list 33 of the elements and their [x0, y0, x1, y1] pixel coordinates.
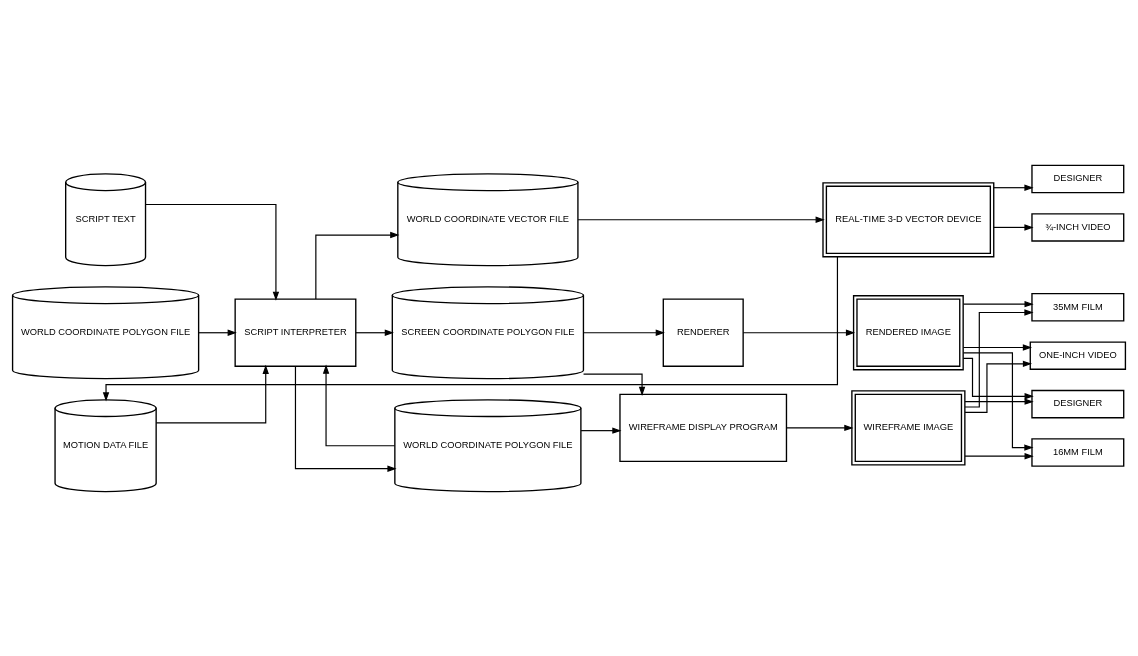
- arrow: [322, 364, 396, 446]
- arrow: [294, 365, 397, 472]
- node-box: SCRIPT INTERPRETER: [234, 298, 357, 367]
- arrow: [583, 329, 665, 336]
- arrow: [582, 373, 646, 396]
- arrow: [962, 300, 1034, 307]
- arrow: [964, 452, 1034, 459]
- arrow: [964, 308, 1034, 408]
- node-box: DESIGNER: [1031, 164, 1125, 193]
- arrow: [964, 397, 1034, 405]
- arrow: [742, 329, 856, 336]
- arrow: [144, 203, 280, 301]
- node-box: 35MM FILM: [1031, 292, 1125, 322]
- arrow: [155, 364, 269, 423]
- node-box: ONE-INCH VIDEO: [1029, 340, 1127, 370]
- node-box: ¾-INCH VIDEO: [1031, 212, 1125, 242]
- arrow: [102, 255, 839, 401]
- arrow: [962, 343, 1032, 351]
- arrow: [993, 223, 1034, 231]
- node-box: WIREFRAME DISPLAY PROGRAM: [619, 393, 788, 462]
- arrow: [198, 329, 237, 336]
- arrow: [993, 184, 1034, 191]
- arrow: [962, 351, 1034, 451]
- arrow: [355, 329, 394, 336]
- node-box: 16MM FILM: [1031, 437, 1125, 467]
- arrow: [577, 216, 825, 223]
- arrow: [580, 426, 622, 434]
- arrow: [964, 360, 1033, 413]
- arrow: [786, 424, 854, 431]
- arrow: [315, 231, 400, 300]
- arrow: [962, 357, 1034, 399]
- node-box: RENDERER: [662, 298, 744, 367]
- node-box: DESIGNER: [1031, 389, 1125, 418]
